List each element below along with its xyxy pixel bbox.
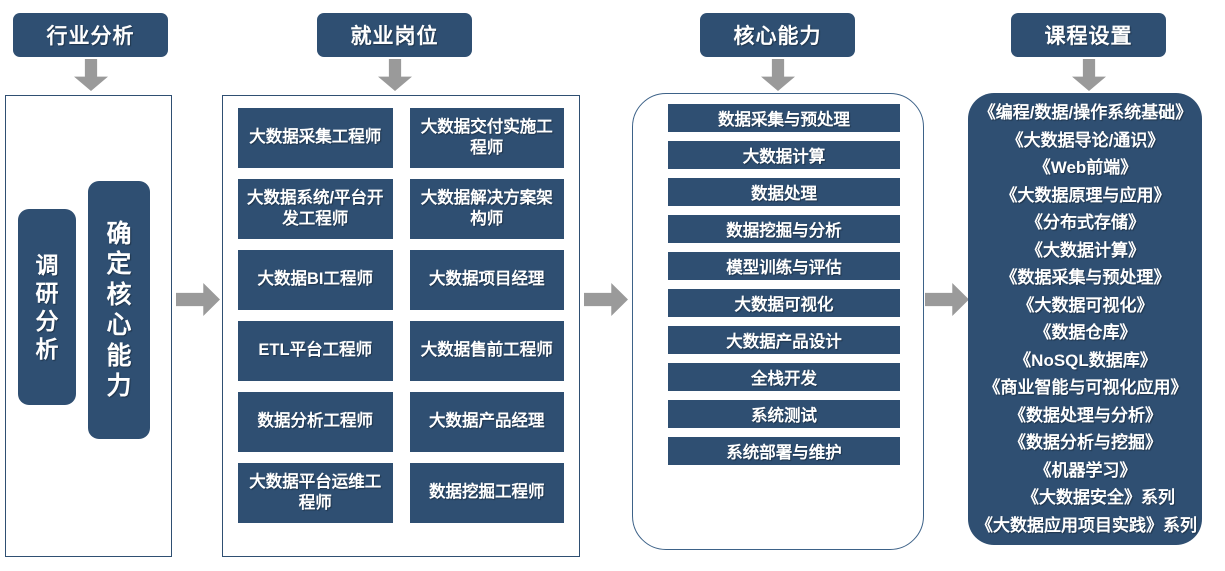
arrow-right-icon-col2-col3 <box>584 283 628 316</box>
chip-label: 确定核心能力 <box>106 219 132 401</box>
ability-bar-label: 大数据产品设计 <box>726 333 842 351</box>
job-chip-label: 大数据项目经理 <box>429 270 545 289</box>
job-chip-label: 大数据交付实施工程师 <box>420 117 553 157</box>
ability-bar-label: 数据处理 <box>751 185 817 203</box>
course-item[interactable]: 《商业智能与可视化应用》 <box>983 378 1188 398</box>
course-item[interactable]: 《机器学习》 <box>1034 460 1137 480</box>
ability-bar[interactable]: 系统部署与维护 <box>668 437 900 465</box>
stage-header-employment-positions[interactable]: 就业岗位 <box>317 13 472 57</box>
course-item[interactable]: 《编程/数据/操作系统基础》 <box>978 103 1193 122</box>
job-chip-label: 大数据平台运维工程师 <box>249 472 382 512</box>
ability-bar[interactable]: 数据挖掘与分析 <box>668 215 900 243</box>
stage-header-core-abilities[interactable]: 核心能力 <box>700 13 855 57</box>
course-item[interactable]: 《大数据计算》 <box>1026 240 1145 260</box>
stage-header-industry-analysis[interactable]: 行业分析 <box>13 13 168 57</box>
column-course-settings-panel <box>968 93 1202 545</box>
course-item[interactable]: 《Web前端》 <box>1033 158 1138 178</box>
course-item[interactable]: 《分布式存储》 <box>1026 213 1145 233</box>
chip-determine-core-ability[interactable]: 确定核心能力 <box>88 181 150 439</box>
job-chip[interactable]: 大数据平台运维工程师 <box>238 463 393 523</box>
job-chip[interactable]: 大数据解决方案架构师 <box>409 179 564 239</box>
arrow-down-icon-industry <box>74 59 108 91</box>
stage-header-label: 课程设置 <box>1044 25 1133 48</box>
job-chip[interactable]: 大数据交付实施工程师 <box>409 108 564 168</box>
ability-bar[interactable]: 大数据可视化 <box>668 289 900 317</box>
job-chip[interactable]: ETL平台工程师 <box>238 321 393 381</box>
job-chip[interactable]: 大数据采集工程师 <box>238 108 393 168</box>
column-core-abilities-panel <box>632 93 924 550</box>
ability-bar[interactable]: 系统测试 <box>668 400 900 428</box>
arrow-down-icon-abilities <box>761 59 795 91</box>
ability-bar[interactable]: 模型训练与评估 <box>668 252 900 280</box>
ability-bar-label: 系统部署与维护 <box>726 444 842 462</box>
course-list: 《编程/数据/操作系统基础》 《大数据导论/通识》 《Web前端》 《大数据原理… <box>962 99 1209 540</box>
job-chip-label: 大数据解决方案架构师 <box>420 188 553 228</box>
job-chip[interactable]: 大数据项目经理 <box>409 250 564 310</box>
ability-bar[interactable]: 大数据产品设计 <box>668 326 900 354</box>
course-item[interactable]: 《大数据原理与应用》 <box>1000 185 1171 205</box>
stage-header-label: 核心能力 <box>733 25 822 48</box>
ability-bar-list: 数据采集与预处理 大数据计算 数据处理 数据挖掘与分析 模型训练与评估 大数据可… <box>668 104 900 465</box>
ability-bar-label: 大数据计算 <box>742 148 826 166</box>
job-chip-label: 大数据售前工程师 <box>420 341 553 360</box>
chip-label: 调研分析 <box>35 251 59 363</box>
job-chip[interactable]: 数据分析工程师 <box>238 392 393 452</box>
course-item[interactable]: 《NoSQL数据库》 <box>1014 350 1157 370</box>
ability-bar-label: 模型训练与评估 <box>726 259 842 277</box>
course-item[interactable]: 《大数据导论/通识》 <box>1006 130 1165 150</box>
ability-bar[interactable]: 数据处理 <box>668 178 900 206</box>
job-chip-label: 数据分析工程师 <box>257 412 374 431</box>
stage-header-label: 就业岗位 <box>350 25 439 48</box>
course-item[interactable]: 《大数据应用项目实践》系列 <box>976 515 1197 535</box>
job-chip[interactable]: 大数据BI工程师 <box>238 250 393 310</box>
ability-bar-label: 数据采集与预处理 <box>718 111 850 129</box>
stage-header-course-settings[interactable]: 课程设置 <box>1011 13 1166 57</box>
job-chip-grid: 大数据采集工程师 大数据交付实施工程师 大数据系统/平台开发工程师 大数据解决方… <box>238 108 564 523</box>
ability-bar-label: 系统测试 <box>751 407 817 425</box>
job-chip[interactable]: 大数据系统/平台开发工程师 <box>238 179 393 239</box>
arrow-down-icon-positions <box>378 59 412 91</box>
stage-header-label: 行业分析 <box>46 25 135 48</box>
course-item[interactable]: 《大数据安全》系列 <box>1022 488 1175 508</box>
ability-bar[interactable]: 大数据计算 <box>668 141 900 169</box>
arrow-right-icon-col1-col2 <box>176 283 220 316</box>
course-item[interactable]: 《数据分析与挖掘》 <box>1009 433 1162 453</box>
job-chip-label: 大数据采集工程师 <box>249 128 382 147</box>
job-chip[interactable]: 大数据售前工程师 <box>409 321 564 381</box>
ability-bar[interactable]: 全栈开发 <box>668 363 900 391</box>
job-chip-label: 大数据BI工程师 <box>257 270 374 289</box>
ability-bar[interactable]: 数据采集与预处理 <box>668 104 900 132</box>
course-item[interactable]: 《数据采集与预处理》 <box>1000 268 1171 288</box>
job-chip-label: ETL平台工程师 <box>258 341 373 360</box>
job-chip-label: 大数据产品经理 <box>429 412 545 431</box>
job-chip-label: 大数据系统/平台开发工程师 <box>246 188 384 228</box>
ability-bar-label: 大数据可视化 <box>734 296 834 314</box>
course-item[interactable]: 《数据仓库》 <box>1034 323 1137 343</box>
course-item[interactable]: 《大数据可视化》 <box>1017 295 1154 315</box>
ability-bar-label: 数据挖掘与分析 <box>726 222 842 240</box>
job-chip[interactable]: 大数据产品经理 <box>409 392 564 452</box>
job-chip[interactable]: 数据挖掘工程师 <box>409 463 564 523</box>
arrow-down-icon-courses <box>1072 59 1106 91</box>
chip-research-analysis[interactable]: 调研分析 <box>18 209 76 405</box>
course-item[interactable]: 《数据处理与分析》 <box>1009 405 1162 425</box>
job-chip-label: 数据挖掘工程师 <box>429 483 545 502</box>
ability-bar-label: 全栈开发 <box>751 370 817 388</box>
